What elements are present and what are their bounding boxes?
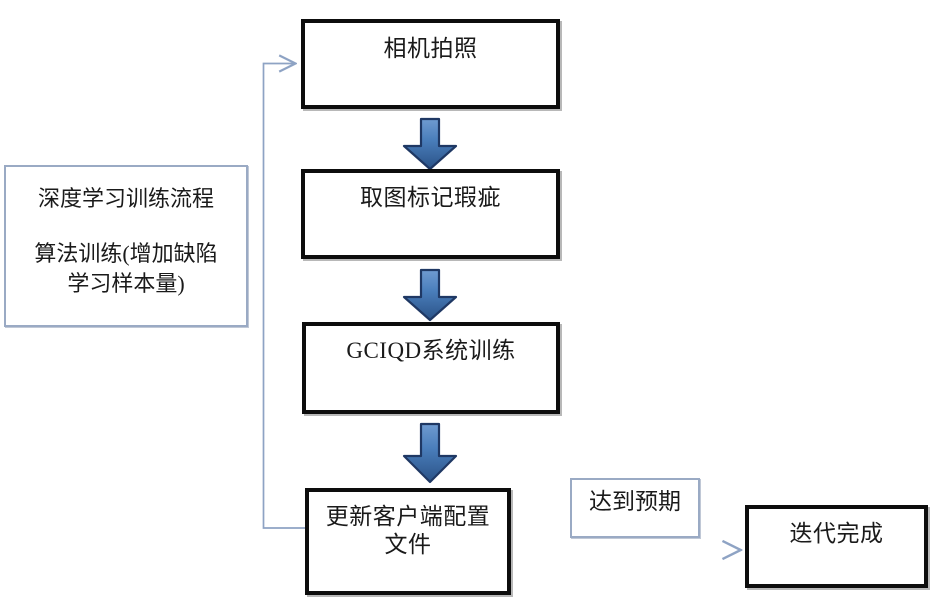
training-process-info-panel: 深度学习训练流程 算法训练(增加缺陷 学习样本量)	[4, 165, 248, 327]
block-arrow-down-2	[402, 268, 458, 322]
node-meets-expectation-label: 达到预期	[589, 489, 681, 514]
feedback-connector	[262, 64, 305, 529]
info-panel-body: 算法训练(增加缺陷 学习样本量)	[34, 241, 218, 296]
node-iteration-complete[interactable]: 迭代完成	[745, 505, 928, 588]
node-gciqd-training-label: GCIQD系统训练	[346, 338, 516, 363]
node-meets-expectation: 达到预期	[570, 478, 700, 538]
node-update-client-config[interactable]: 更新客户端配置 文件	[305, 488, 511, 595]
node-update-client-config-label: 更新客户端配置 文件	[325, 504, 491, 558]
block-arrow-down-1	[402, 117, 458, 171]
node-mark-defects-label: 取图标记瑕疵	[360, 185, 501, 210]
node-mark-defects[interactable]: 取图标记瑕疵	[301, 169, 560, 259]
info-panel-heading: 深度学习训练流程	[37, 186, 214, 211]
node-iteration-complete-label: 迭代完成	[789, 521, 884, 546]
node-camera-capture-label: 相机拍照	[383, 36, 478, 61]
block-arrow-down-3	[402, 422, 458, 484]
node-gciqd-training[interactable]: GCIQD系统训练	[302, 322, 560, 414]
node-camera-capture[interactable]: 相机拍照	[301, 19, 560, 109]
